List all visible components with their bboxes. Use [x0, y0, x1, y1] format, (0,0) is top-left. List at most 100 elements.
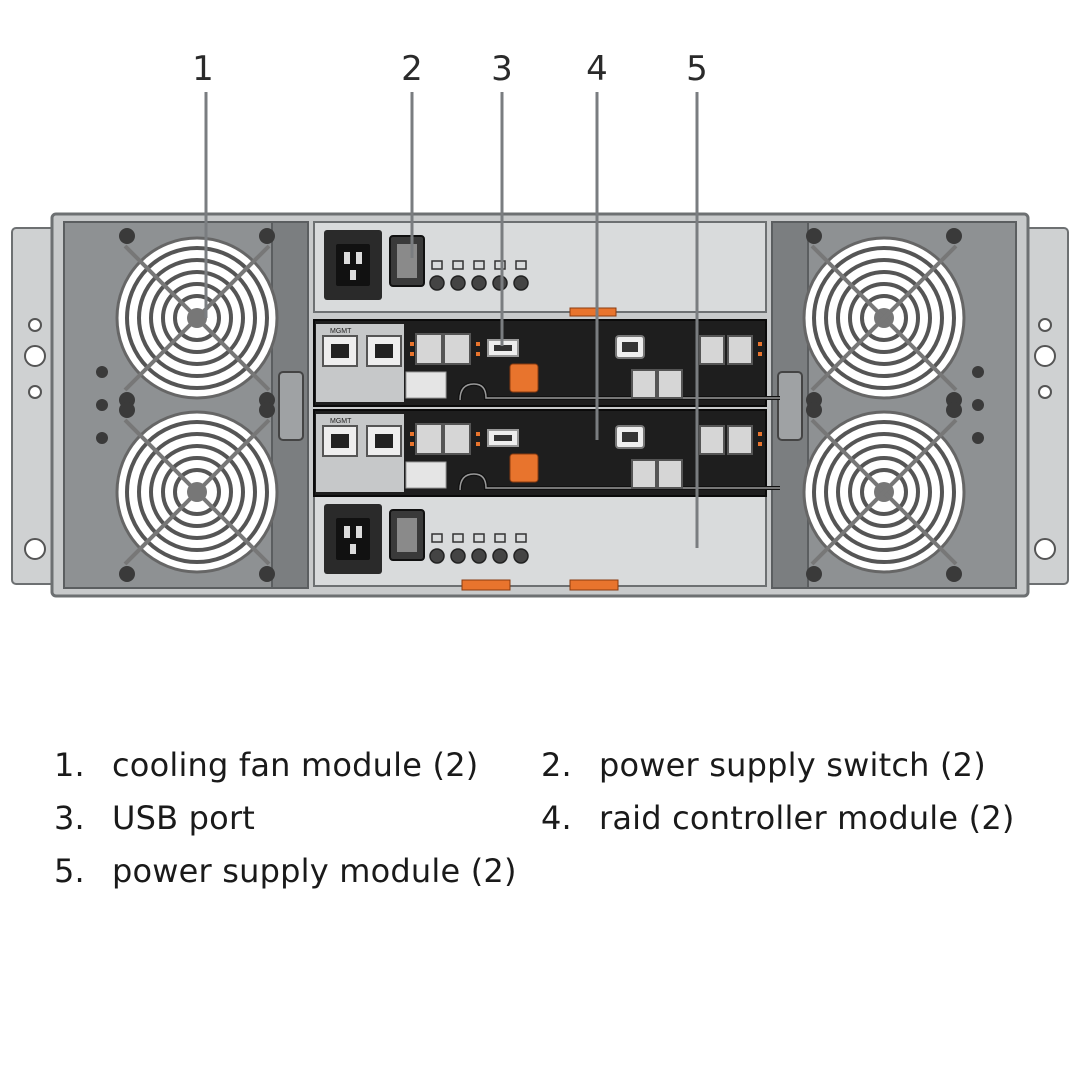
panel-screw-icon [96, 432, 108, 444]
status-led-icon [429, 548, 445, 564]
port-led-icon [758, 432, 762, 436]
legend-number: 2. [541, 746, 572, 784]
host-port-icon [699, 335, 725, 365]
status-led-icon [513, 548, 529, 564]
port-led-icon [476, 352, 480, 356]
legend-item-5: 5. power supply module (2) [54, 852, 534, 892]
callout-4: 4 [586, 49, 608, 89]
fan-screw-icon [806, 566, 822, 582]
orange-latches [461, 307, 619, 591]
status-led-icon [492, 275, 508, 291]
fan-grille-icon [115, 402, 279, 582]
raid-controller-module-1: MGMT [313, 319, 780, 407]
fan-screw-icon [119, 228, 135, 244]
led-symbol-icon [494, 260, 506, 270]
port-led-icon [476, 442, 480, 446]
fan-screw-icon [119, 402, 135, 418]
host-port-icon [631, 369, 657, 399]
panel-screw-icon [972, 399, 984, 411]
legend-text: power supply switch (2) [599, 746, 986, 784]
port-led-icon [410, 352, 414, 356]
fan-grille-icon [802, 402, 966, 582]
legend-text: power supply module (2) [112, 852, 517, 890]
led-symbol-icon [515, 533, 527, 543]
status-led-icon [429, 275, 445, 291]
panel-screw-icon [96, 399, 108, 411]
panel-screw-icon [96, 366, 108, 378]
callout-1: 1 [192, 49, 214, 89]
fan-screw-icon [259, 228, 275, 244]
seven-segment-display [405, 461, 447, 489]
panel-screw-icon [972, 366, 984, 378]
release-latch-icon [509, 453, 539, 483]
led-symbol-icon [431, 533, 443, 543]
status-led-icon [471, 548, 487, 564]
led-symbol-icon [452, 533, 464, 543]
callout-leader-lines [204, 92, 699, 548]
mgmt-label: MGMT [330, 328, 352, 335]
callout-3: 3 [491, 49, 513, 89]
legend-number: 3. [54, 799, 85, 837]
rack-ear-holes [24, 318, 1056, 560]
port-led-icon [410, 432, 414, 436]
mgmt-label: MGMT [330, 418, 352, 425]
legend-number: 5. [54, 852, 85, 890]
legend-item-4: 4. raid controller module (2) [541, 799, 1041, 839]
status-led-icon [450, 548, 466, 564]
led-symbol-icon [452, 260, 464, 270]
sas-port-icon [415, 333, 443, 365]
right-rack-ear [1023, 227, 1069, 585]
legend-text: raid controller module (2) [599, 799, 1015, 837]
raid-controller-module-2: MGMT [313, 409, 780, 497]
callout-5: 5 [686, 49, 708, 89]
port-led-icon [410, 442, 414, 446]
raid-controller-modules: MGMT MGMT [313, 319, 780, 497]
sas-port-icon [415, 423, 443, 455]
fan-screw-icon [259, 402, 275, 418]
port-led-icon [476, 432, 480, 436]
port-led-icon [476, 342, 480, 346]
port-led-icon [758, 442, 762, 446]
fan-screw-icon [806, 402, 822, 418]
host-port-icon [727, 425, 753, 455]
led-symbol-icon [473, 533, 485, 543]
host-port-icon [699, 425, 725, 455]
fan-screw-icon [946, 566, 962, 582]
storage-enclosure-rear-view: MGMT MGMT 1 2 3 4 5 [11, 49, 1069, 598]
status-led-icon [450, 275, 466, 291]
legend-item-1: 1. cooling fan module (2) [54, 746, 524, 786]
legend-text: cooling fan module (2) [112, 746, 479, 784]
fan-screw-icon [806, 228, 822, 244]
port-led-icon [758, 342, 762, 346]
port-led-icon [758, 352, 762, 356]
power-supply-module-top [313, 221, 767, 313]
panel-screw-icon [972, 432, 984, 444]
sas-port-icon [443, 423, 471, 455]
fan-grille-icon [802, 228, 966, 408]
fan-screw-icon [946, 228, 962, 244]
ethernet-port-icon [366, 425, 402, 457]
legend-text: USB port [112, 799, 256, 837]
host-port-icon [657, 369, 683, 399]
release-latch-icon [509, 363, 539, 393]
fan-screw-icon [259, 566, 275, 582]
legend-number: 1. [54, 746, 85, 784]
legend-item-3: 3. USB port [54, 799, 524, 839]
fan-grilles [96, 228, 984, 582]
seven-segment-display [405, 371, 447, 399]
power-supply-status-leds [429, 260, 529, 564]
power-supply-module-bottom [313, 495, 767, 587]
fan-screw-icon [946, 402, 962, 418]
left-rack-ear [11, 227, 57, 585]
legend-number: 4. [541, 799, 572, 837]
port-led-icon [410, 342, 414, 346]
host-port-icon [631, 459, 657, 489]
callout-2: 2 [401, 49, 423, 89]
host-port-icon [657, 459, 683, 489]
legend-item-2: 2. power supply switch (2) [541, 746, 1041, 786]
fan-screw-icon [119, 566, 135, 582]
sas-port-icon [443, 333, 471, 365]
led-symbol-icon [494, 533, 506, 543]
status-led-icon [492, 548, 508, 564]
